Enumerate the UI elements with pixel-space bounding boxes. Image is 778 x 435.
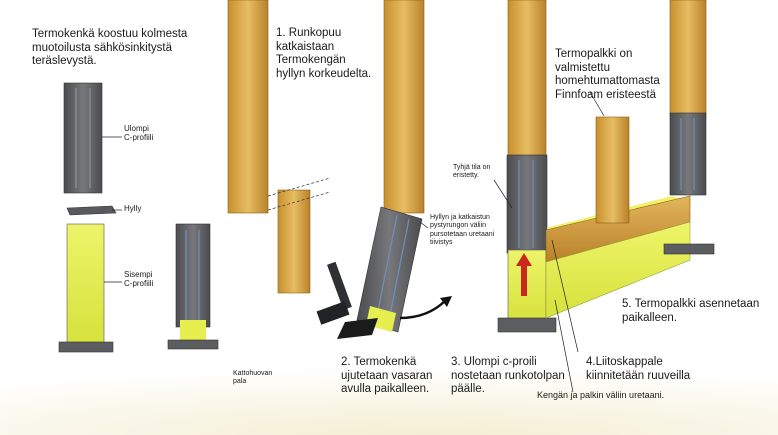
step4-text: 4.Liitoskappale kiinnitetään ruuveilla	[586, 356, 691, 382]
outer-c-profile	[63, 82, 103, 194]
shelf-label: Hylly	[124, 204, 142, 213]
urethane-note-text: Kengän ja palkin väliin uretaani.	[537, 390, 665, 400]
step1-text: 1. Runkopuu katkaistaan Termokengän hyll…	[276, 27, 372, 80]
outer-profile-installed	[506, 154, 548, 254]
cut-line-upper	[267, 177, 331, 197]
lift-arrow-head	[516, 253, 532, 266]
outer-profile-label: Ulompi C-profiili	[124, 124, 154, 143]
step4-leader	[551, 239, 579, 353]
gap-note-leader	[419, 221, 429, 229]
placement-arrow	[399, 299, 447, 320]
shelf-plate	[66, 205, 117, 216]
thermo-beam-leader	[589, 91, 605, 117]
empty-space-text: Tyhjä tila on eristetty.	[453, 164, 491, 180]
step5-text: 5. Termopalkki asennetaan paikalleen.	[622, 298, 760, 324]
connector-post	[595, 116, 630, 224]
roofing-felt-piece	[337, 318, 378, 339]
assembled-thermoshoe	[167, 223, 219, 350]
cut-post-piece	[277, 189, 311, 294]
inner-c-profile	[58, 223, 114, 353]
step3-text: 3. Ulompi c-proili nostetaan runkotolpan…	[451, 356, 565, 396]
inner-profile-label: Sisempi C-profiili	[124, 270, 154, 289]
thermo-beam-text: Termopalkki on valmistettu homehtumattom…	[555, 48, 660, 101]
lift-arrow-shaft	[521, 262, 527, 296]
empty-space-leader	[493, 179, 513, 209]
timber-post-1	[227, 0, 269, 214]
timber-post-2	[383, 0, 425, 214]
floor-background	[0, 360, 778, 435]
placement-arrowhead	[440, 296, 452, 307]
intro-text: Termokenkä koostuu kolmesta muotoilusta …	[32, 28, 188, 68]
timber-post-3	[507, 0, 547, 159]
urethane-leader	[554, 299, 574, 393]
hammer	[316, 261, 352, 325]
step2-text: 2. Termokenkä ujutetaan vasaran avulla p…	[341, 356, 433, 396]
timber-post-4	[669, 0, 707, 117]
gap-note-text: Hyllyn ja katkaistun pystyrungon väliin …	[430, 214, 495, 246]
thermoshoe-right	[663, 112, 715, 255]
cut-line-lower	[267, 191, 331, 211]
tilted-thermoshoe	[356, 206, 423, 333]
roofing-felt-label: Kattohuovan pala	[233, 370, 273, 386]
